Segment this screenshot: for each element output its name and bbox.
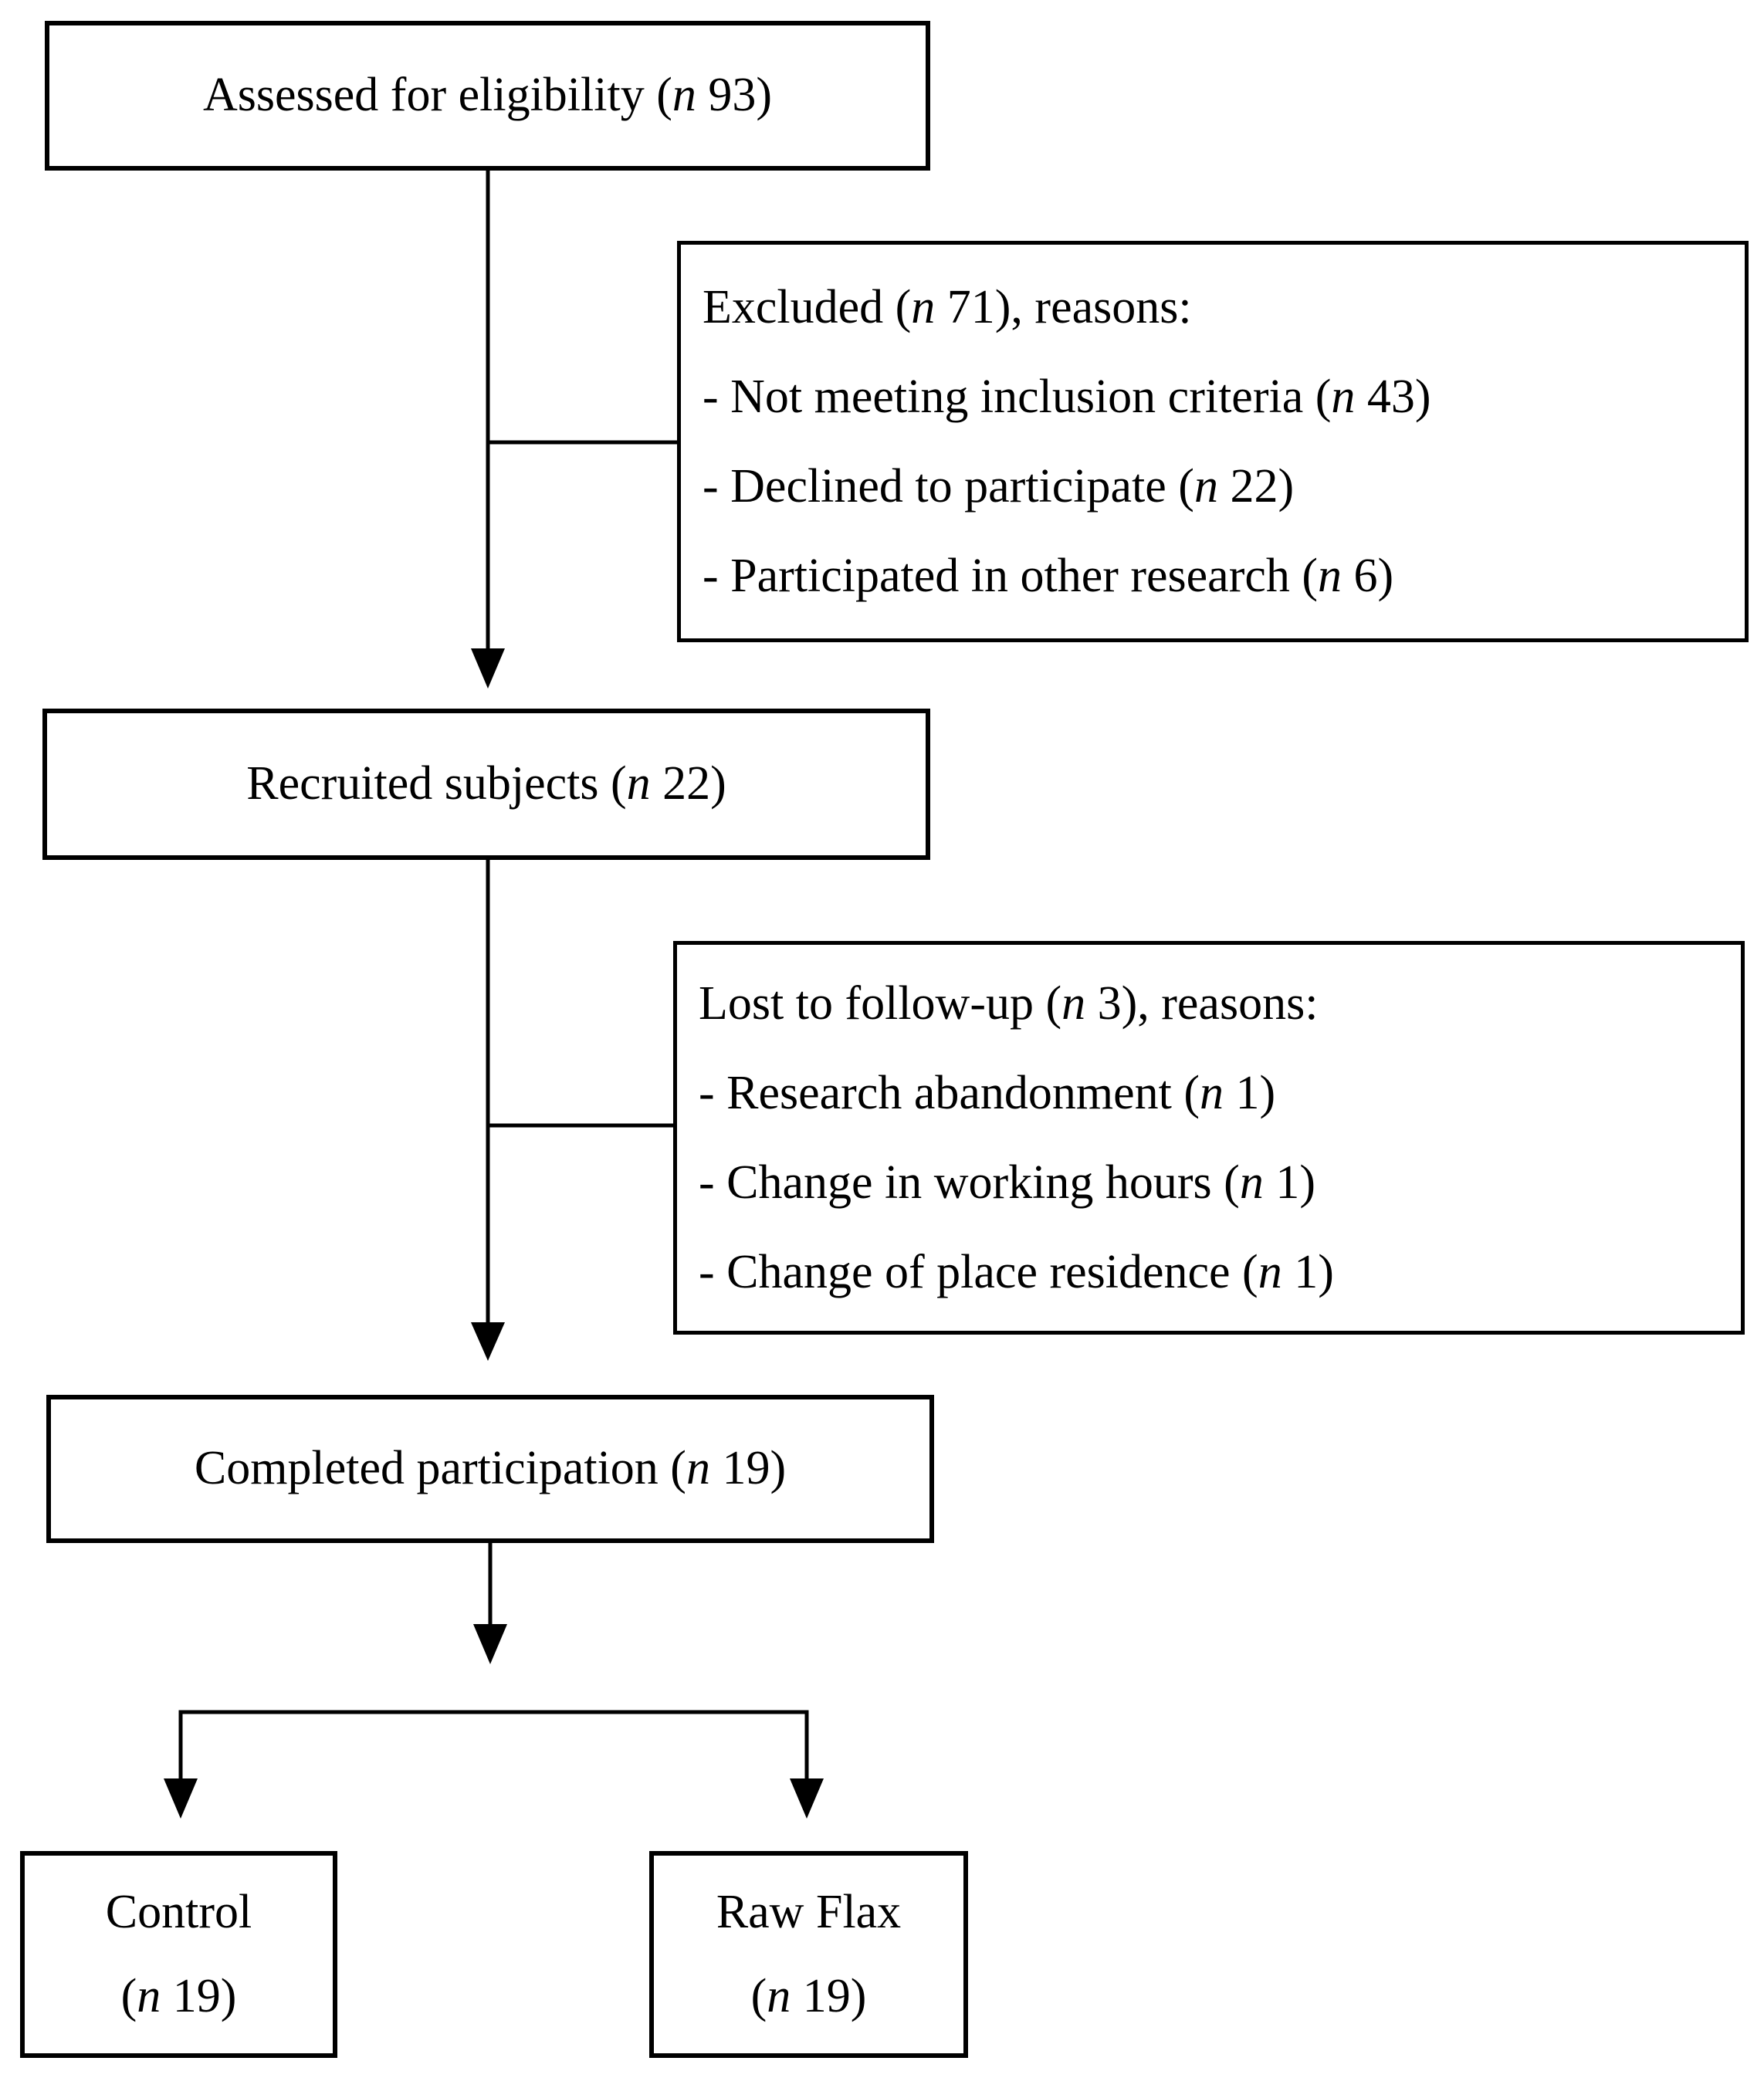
n-variable: n — [911, 281, 936, 333]
assessed-box: Assessed for eligibility (n 93) — [45, 21, 930, 171]
excluded-title: Excluded (n 71), reasons: — [703, 281, 1192, 333]
completed-box: Completed participation (n 19) — [46, 1395, 934, 1543]
n-variable: n — [1239, 1156, 1264, 1209]
n-variable: n — [1193, 460, 1218, 513]
excluded-reason-item: - Not meeting inclusion criteria (n 43) — [703, 371, 1431, 423]
n-variable: n — [1331, 371, 1356, 423]
lost-reason-item: - Change of place residence (n 1) — [699, 1246, 1334, 1298]
recruited-box: Recruited subjects (n 22) — [42, 709, 930, 860]
n-variable: n — [1061, 977, 1086, 1030]
n-variable: n — [137, 1970, 161, 2022]
control-arm-label: Control — [105, 1885, 252, 1938]
recruited-label: Recruited subjects (n 22) — [246, 757, 726, 810]
arrowhead-completed-down-icon — [473, 1624, 507, 1664]
excluded-reason-item: - Participated in other research (n 6) — [703, 550, 1394, 602]
arrowhead-into-completed-icon — [471, 1322, 505, 1361]
lost-title: Lost to follow-up (n 3), reasons: — [699, 977, 1319, 1030]
n-variable: n — [767, 1970, 791, 2022]
excluded-box: Excluded (n 71), reasons: - Not meeting … — [677, 241, 1749, 642]
lost-reason-item: - Research abandonment (n 1) — [699, 1067, 1276, 1119]
completed-label: Completed participation (n 19) — [194, 1442, 787, 1495]
arrowhead-into-control-icon — [164, 1778, 198, 1819]
control-arm-count: (n 19) — [120, 1970, 237, 2022]
assessed-label: Assessed for eligibility (n 93) — [202, 69, 773, 122]
raw-flax-arm-count: (n 19) — [750, 1970, 867, 2022]
raw-flax-arm-box: Raw Flax (n 19) — [649, 1851, 968, 2058]
connector-split-bar — [178, 1710, 809, 1782]
lost-to-followup-box: Lost to follow-up (n 3), reasons: - Rese… — [673, 941, 1745, 1335]
lost-reason-item: - Change in working hours (n 1) — [699, 1156, 1315, 1209]
n-variable: n — [686, 1442, 710, 1495]
n-variable: n — [626, 757, 651, 810]
n-variable: n — [672, 69, 696, 122]
raw-flax-arm-label: Raw Flax — [716, 1885, 902, 1938]
arrowhead-into-recruited-icon — [471, 648, 505, 689]
n-variable: n — [1200, 1067, 1224, 1119]
n-variable: n — [1318, 550, 1342, 602]
excluded-reason-item: - Declined to participate (n 22) — [703, 460, 1295, 513]
n-variable: n — [1258, 1246, 1282, 1298]
control-arm-box: Control (n 19) — [20, 1851, 337, 2058]
arrowhead-into-rawflax-icon — [790, 1778, 824, 1819]
